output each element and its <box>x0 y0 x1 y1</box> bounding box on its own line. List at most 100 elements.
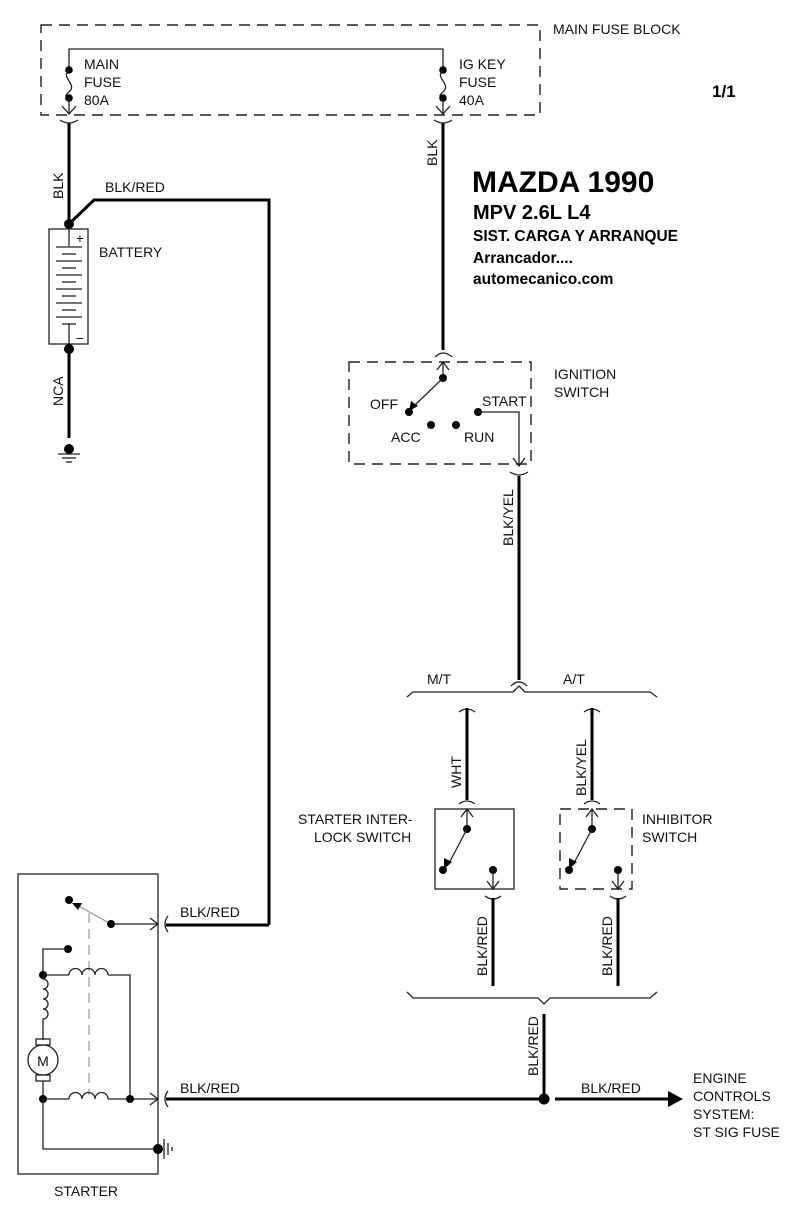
engine-controls-label: ST SIG FUSE <box>693 1124 780 1140</box>
solenoid-contact-arm <box>74 903 112 925</box>
merge-brace <box>406 991 658 1005</box>
connector-cup-icon <box>164 915 169 933</box>
manual-transmission-label: M/T <box>427 671 452 687</box>
engine-controls-label: SYSTEM: <box>693 1106 754 1122</box>
automatic-transmission-label: A/T <box>563 671 585 687</box>
page-number: 1/1 <box>712 82 736 101</box>
inhibitor-switch-label: INHIBITOR <box>642 811 713 827</box>
position-acc-label: ACC <box>391 429 421 445</box>
main-fuse-element-icon <box>65 69 73 99</box>
starter-assembly: STARTER BLK/RED M <box>17 873 540 1199</box>
position-run-terminal <box>452 421 460 429</box>
switch-arrow-icon <box>569 858 577 869</box>
wire-label: BLK/RED <box>599 916 615 976</box>
splice-point <box>538 1093 550 1105</box>
connector-arrow-icon <box>61 105 77 115</box>
connector-cup-icon <box>583 800 601 805</box>
motor-label: M <box>37 1053 49 1069</box>
connector-arrow-icon <box>512 457 526 468</box>
ig-key-fuse: IG KEY FUSE 40A <box>433 56 506 124</box>
battery-minus-icon: − <box>76 331 84 346</box>
inhibitor-switch: BLK/YEL BLK/RED INHIBITOR SWITCH <box>559 708 713 986</box>
field-coil-icon <box>42 975 49 1022</box>
starter-interlock-switch: WHT BLK/RED STARTER INTER- LOCK SWITCH <box>298 708 515 986</box>
transmission-option-brace: M/T A/T <box>406 671 658 698</box>
ig-key-fuse-rating: 40A <box>459 92 485 108</box>
position-off-label: OFF <box>370 396 398 412</box>
connector-arrow-icon <box>460 807 474 818</box>
ignition-switch-outline <box>348 361 532 465</box>
ignition-switch-contact-arm <box>412 377 444 408</box>
connector-cup-icon <box>164 1090 169 1108</box>
battery-symbol: + − <box>48 228 89 346</box>
connector-cup-icon <box>59 119 79 124</box>
main-fuse-label: MAIN <box>84 56 119 72</box>
fuse-bus-bar <box>68 48 444 68</box>
engine-controls-label: ENGINE <box>693 1070 747 1086</box>
wire-label: NCA <box>50 376 66 406</box>
ig-key-fuse-element-icon <box>439 69 447 99</box>
pull-in-coil-icon <box>68 1091 109 1100</box>
wire-label: BLK <box>424 139 440 166</box>
wire-label: BLK/YEL <box>500 489 516 546</box>
fuse-block-label: MAIN FUSE BLOCK <box>553 21 681 37</box>
switch-arrow-icon <box>409 401 418 411</box>
ignition-switch: OFF ACC RUN START IGNITION SWITCH <box>348 352 616 476</box>
wire-label: BLK/RED <box>474 916 490 976</box>
position-run-label: RUN <box>464 429 494 445</box>
wire-label: BLK/YEL <box>573 739 589 796</box>
subsystem-name: Arrancador.... <box>473 250 573 267</box>
position-off-terminal <box>405 408 413 416</box>
hold-in-coil-icon <box>68 967 109 976</box>
ignition-switch-label: SWITCH <box>554 384 609 400</box>
wire-label: BLK/RED <box>581 1080 641 1096</box>
connector-arrow-icon <box>611 880 625 891</box>
vehicle-model: MPV 2.6L L4 <box>473 202 591 224</box>
engine-controls-label: CONTROLS <box>693 1088 771 1104</box>
wire-label: BLK/RED <box>105 179 165 195</box>
system-name: SIST. CARGA Y ARRANQUE <box>473 228 678 245</box>
connector-cup-icon <box>434 352 453 358</box>
case-ground-icon <box>153 1139 173 1159</box>
fuse-block-outline <box>40 24 541 116</box>
main-fuse-rating: 80A <box>84 92 110 108</box>
connector-arrow-icon <box>486 880 500 891</box>
ig-key-fuse-label: IG KEY <box>459 56 506 72</box>
wire-label: WHT <box>448 756 464 788</box>
interlock-switch-contact-arm <box>447 828 468 866</box>
inhibitor-switch-contact-arm <box>572 828 593 866</box>
ig-key-fuse-label: FUSE <box>459 74 496 90</box>
motor-icon: M <box>27 1038 59 1082</box>
connector-arrow-icon <box>585 807 599 818</box>
interlock-switch-label: LOCK SWITCH <box>314 829 411 845</box>
connector-cup-icon <box>458 800 476 805</box>
main-fuse-label: FUSE <box>84 74 121 90</box>
website-label: automecanico.com <box>473 271 613 288</box>
ignition-switch-label: IGNITION <box>554 366 616 382</box>
battery-plus-icon: + <box>76 231 84 246</box>
interlock-switch-outline <box>434 808 515 890</box>
ground-icon <box>58 444 80 463</box>
starter-outline <box>17 873 159 1175</box>
main-fuse-block: MAIN FUSE BLOCK MAIN FUSE 80A IG KEY FUS… <box>40 21 681 124</box>
inhibitor-switch-outline <box>559 808 633 890</box>
connector-cup-icon <box>510 681 528 687</box>
wire-battery-to-starter <box>67 198 271 925</box>
position-acc-terminal <box>427 421 435 429</box>
wire-label: BLK/RED <box>180 1080 240 1096</box>
wire-label: BLK/RED <box>180 904 240 920</box>
connector-arrow-icon <box>149 917 160 931</box>
wire-label: BLK <box>50 172 66 199</box>
starter-label: STARTER <box>54 1183 118 1199</box>
battery-circuit: BLK BLK/RED + − BATTERY NCA <box>48 123 271 925</box>
connector-arrow-icon <box>436 360 450 371</box>
inhibitor-switch-label: SWITCH <box>642 829 697 845</box>
interlock-switch-label: STARTER INTER- <box>298 811 413 827</box>
diagram-header: 1/1 MAZDA 1990 MPV 2.6L L4 SIST. CARGA Y… <box>472 82 736 288</box>
connector-arrow-icon <box>149 1092 160 1106</box>
engine-controls-reference: ENGINE CONTROLS SYSTEM: ST SIG FUSE <box>693 1070 780 1140</box>
battery-label: BATTERY <box>99 244 163 260</box>
position-start-label: START <box>482 393 527 409</box>
connector-cup-icon <box>433 119 453 124</box>
